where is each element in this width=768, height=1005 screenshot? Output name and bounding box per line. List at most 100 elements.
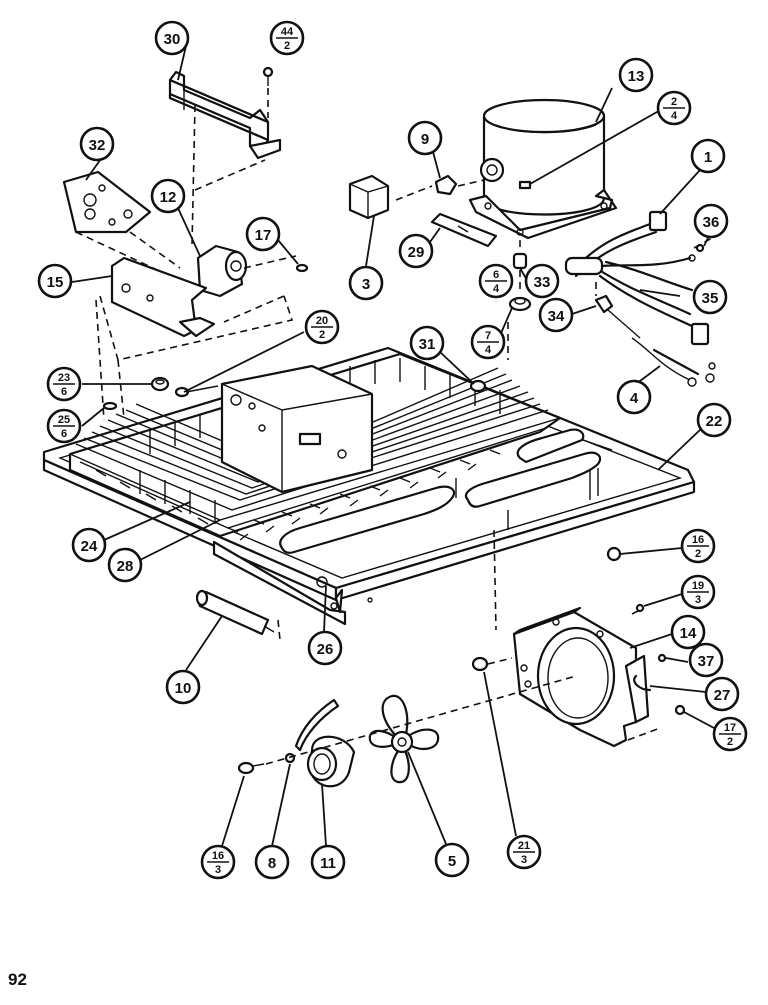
svg-text:20: 20 <box>316 315 328 327</box>
bracket-box-part-20 <box>220 364 374 494</box>
svg-text:2: 2 <box>284 40 290 52</box>
callout-11: 11 <box>310 844 346 880</box>
grommet-part-21 <box>471 322 513 672</box>
fitting-part-33 <box>512 240 528 294</box>
callout-25: 256 <box>46 408 82 444</box>
grommet-part-31 <box>469 379 487 393</box>
callout-12: 12 <box>150 178 186 214</box>
fan-axis-line <box>265 675 577 765</box>
svg-text:36: 36 <box>703 214 720 231</box>
drier-part-10 <box>195 589 281 641</box>
svg-text:7: 7 <box>485 330 491 342</box>
svg-text:19: 19 <box>692 580 704 592</box>
svg-text:31: 31 <box>419 336 436 353</box>
svg-text:28: 28 <box>117 558 134 575</box>
callout-35: 35 <box>692 279 728 315</box>
callout-23: 236 <box>46 366 82 402</box>
compressor-part-13 <box>468 98 618 240</box>
screw-part-16-right <box>606 546 622 562</box>
callout-21: 213 <box>506 834 542 870</box>
svg-text:6: 6 <box>61 386 67 398</box>
svg-text:27: 27 <box>714 687 731 704</box>
svg-text:34: 34 <box>548 308 565 325</box>
svg-text:3: 3 <box>215 864 221 876</box>
fan-motor-part-11 <box>306 735 356 788</box>
svg-text:4: 4 <box>671 110 678 122</box>
svg-text:2: 2 <box>727 736 733 748</box>
svg-text:4: 4 <box>630 390 639 407</box>
callout-17-top: 17 <box>245 216 281 252</box>
svg-text:16: 16 <box>692 534 704 546</box>
svg-text:2: 2 <box>671 96 677 108</box>
svg-text:4: 4 <box>485 344 492 356</box>
outline-frame <box>95 295 294 421</box>
callout-33: 33 <box>524 263 560 299</box>
relay-part-3 <box>348 174 390 220</box>
leader-lines <box>71 45 715 847</box>
callout-8: 8 <box>254 844 290 880</box>
callout-13: 13 <box>618 57 654 93</box>
callout-31: 31 <box>409 325 445 361</box>
wiring-harness-part-35 <box>564 237 713 346</box>
svg-text:5: 5 <box>448 853 456 870</box>
callout-7: 74 <box>470 324 506 360</box>
svg-text:2: 2 <box>319 329 325 341</box>
svg-text:3: 3 <box>521 854 527 866</box>
svg-text:17: 17 <box>255 227 272 244</box>
svg-text:25: 25 <box>58 414 70 426</box>
callout-36: 36 <box>693 203 729 239</box>
clip-part-34 <box>594 282 641 339</box>
svg-text:32: 32 <box>89 137 106 154</box>
callout-6: 64 <box>478 263 514 299</box>
callout-44: 442 <box>269 20 305 56</box>
screw-part-17-right <box>674 704 686 716</box>
svg-text:17: 17 <box>724 722 736 734</box>
svg-text:8: 8 <box>268 855 276 872</box>
callout-27: 27 <box>704 676 740 712</box>
fan-bracket-part-14 <box>512 606 661 748</box>
callout-16-right: 162 <box>680 528 716 564</box>
svg-text:6: 6 <box>61 428 67 440</box>
svg-text:11: 11 <box>320 855 336 872</box>
callout-28: 28 <box>107 547 143 583</box>
callout-3: 3 <box>348 265 384 301</box>
callout-20: 202 <box>304 309 340 345</box>
svg-text:23: 23 <box>58 372 70 384</box>
svg-text:21: 21 <box>518 840 530 852</box>
svg-text:29: 29 <box>408 244 425 261</box>
callout-17-right: 172 <box>712 716 748 752</box>
callout-4: 4 <box>616 379 652 415</box>
callout-1: 1 <box>690 138 726 174</box>
svg-text:14: 14 <box>680 625 697 642</box>
callout-37: 37 <box>688 642 724 678</box>
harness-part-4 <box>631 337 716 387</box>
clip-part-27 <box>633 674 652 692</box>
page-number: 92 <box>8 970 27 989</box>
svg-text:33: 33 <box>534 274 551 291</box>
screw-part-17-top <box>295 263 309 273</box>
screw-part-16-left <box>237 761 265 775</box>
svg-text:37: 37 <box>698 653 715 670</box>
callout-14: 14 <box>670 614 706 650</box>
screw-part-25 <box>102 401 118 411</box>
svg-text:3: 3 <box>362 276 370 293</box>
svg-text:13: 13 <box>628 68 645 85</box>
svg-text:16: 16 <box>212 850 224 862</box>
svg-text:9: 9 <box>421 131 429 148</box>
grommet-part-23 <box>150 376 170 392</box>
callout-34: 34 <box>538 297 574 333</box>
svg-text:3: 3 <box>695 594 701 606</box>
bracket-part-30 <box>168 70 282 246</box>
svg-text:10: 10 <box>175 680 192 697</box>
svg-text:2: 2 <box>695 548 701 560</box>
svg-text:44: 44 <box>281 26 294 38</box>
callout-2: 24 <box>656 90 692 126</box>
washer-part-37 <box>657 653 667 663</box>
fan-blade-part-5 <box>368 694 440 784</box>
callout-9: 9 <box>407 120 443 156</box>
svg-text:26: 26 <box>317 641 334 658</box>
svg-text:6: 6 <box>493 269 499 281</box>
svg-text:4: 4 <box>493 283 500 295</box>
callout-15: 15 <box>37 263 73 299</box>
